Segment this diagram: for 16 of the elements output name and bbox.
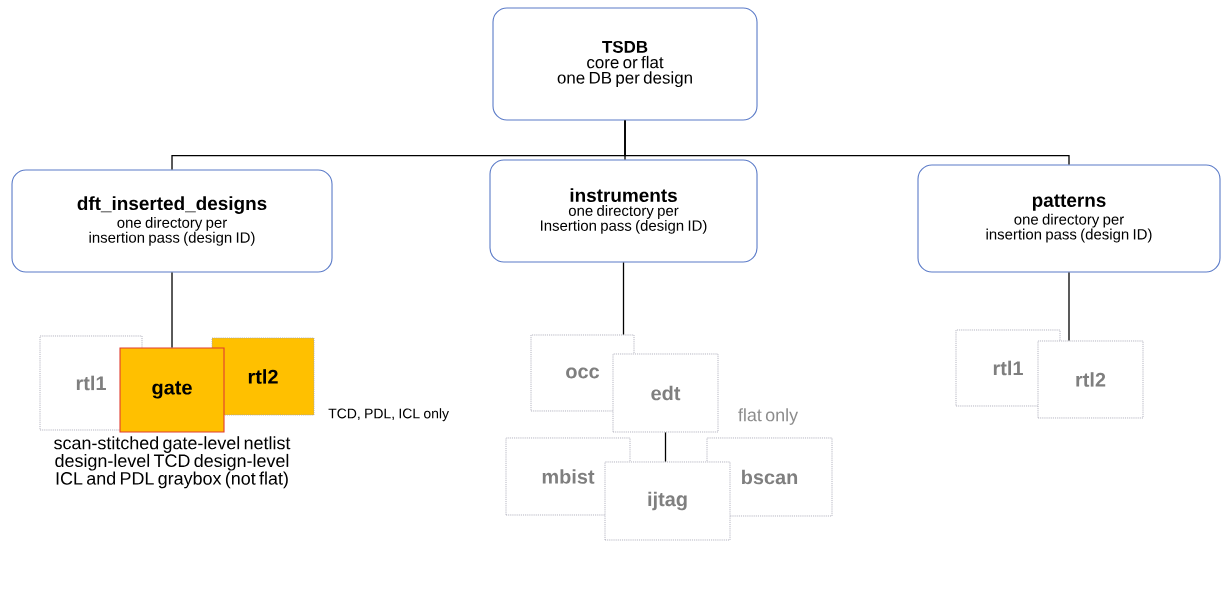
node-label: flat only [738,408,799,425]
process-box: instruments one directory per Insertion pass (design ID) [489,159,758,263]
node-label: scan-stitched gate-level netlist design-level TCD design-level ICL and PDL graybox (not flat) [54,436,291,489]
folder-box: edt [612,353,719,433]
connector-line [664,431,667,463]
connector-line [1068,271,1070,342]
folder-box: rtl2 [1037,340,1144,419]
node-label: TCD, PDL, ICL only [328,408,449,422]
connector-line [624,119,1070,166]
connector-line [171,271,173,349]
connector-line [622,261,625,336]
process-box: patterns one directory per insertion pass (design ID) [917,164,1221,273]
process-box: TSDB core or flat one DB per design [492,7,758,121]
folder-box: ijtag [604,461,731,541]
process-box: dft_inserted_designs one directory per insertion pass (design ID) [11,169,333,273]
folder-box: gate [119,347,225,433]
